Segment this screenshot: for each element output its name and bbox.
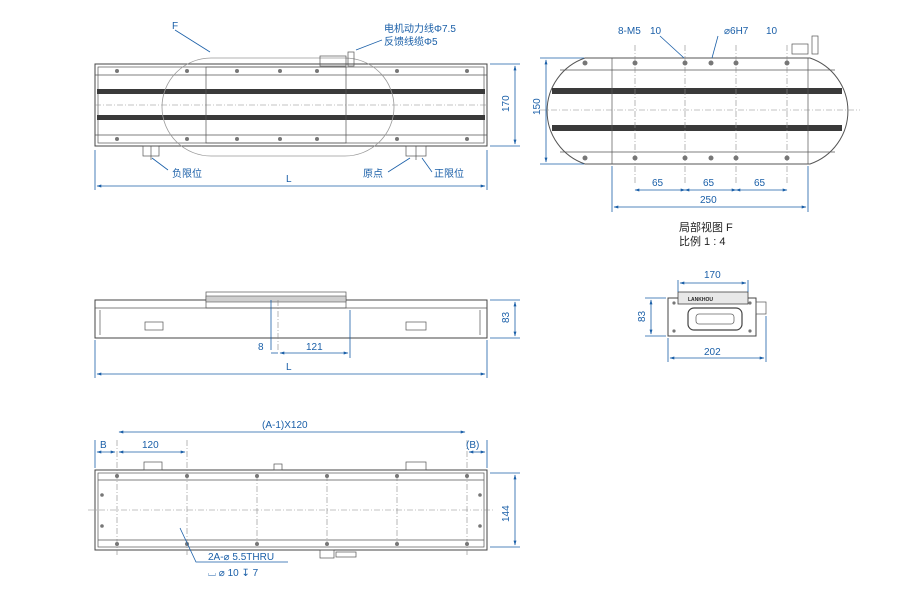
detail-connector [791, 43, 809, 55]
mid-L-label: L [286, 362, 292, 373]
dim-150: 150 [532, 98, 543, 115]
detail-f-body [546, 57, 849, 165]
view-title: 局部视图 F [679, 220, 733, 234]
dim-170-side: 170 [501, 95, 512, 112]
f-marker-label: F [172, 21, 178, 32]
dim-65c: 65 [754, 178, 766, 189]
dim-B: B [100, 440, 107, 451]
dim-83-end: 83 [637, 310, 648, 322]
dim-Bp: (B) [466, 440, 479, 451]
dim-202: 202 [704, 347, 721, 358]
dim-83-mid: 83 [501, 311, 512, 323]
hole-spec: 2A-⌀ 5.5THRU [208, 552, 274, 563]
bottom-view: B 120 (A-1)X120 (B) 144 2A-⌀ 5.5THRU ⌴ ⌀… [88, 420, 520, 579]
motor-cable-label: 电机动力线Φ7.5 [384, 22, 456, 35]
neg-limit-sensor [142, 145, 160, 160]
origin-label: 原点 [363, 168, 383, 180]
front-view-body [94, 299, 488, 339]
top-carriage [205, 66, 347, 144]
view-scale: 比例 1 : 4 [679, 234, 725, 248]
dim-m5-label: 8-M5 [618, 26, 641, 37]
dim-h7-label: ⌀6H7 [724, 26, 749, 37]
dim-pitch: (A-1)X120 [262, 420, 308, 431]
dim-65b: 65 [703, 178, 715, 189]
dim-65a: 65 [652, 178, 664, 189]
feedback-cable-label: 反馈线缆Φ5 [384, 35, 438, 48]
dim-m5-depth: 10 [650, 26, 662, 37]
end-view: 170 83 202 LANKHOU [637, 270, 767, 362]
detail-rail-upper [552, 88, 842, 94]
end-carriage [677, 291, 749, 305]
pos-limit-sensor [405, 145, 427, 160]
brand-label: LANKHOU [688, 297, 713, 303]
dim-120: 120 [142, 440, 159, 451]
bottom-pos-sensor [405, 461, 427, 471]
detail-carriage [611, 57, 809, 165]
pos-limit-label: 正限位 [434, 167, 464, 180]
front-view: 83 8 121 L [94, 291, 520, 378]
dim-144: 144 [501, 505, 512, 522]
front-pos-sensor [405, 321, 427, 331]
dim-h7-depth: 10 [766, 26, 778, 37]
dim-121: 121 [306, 342, 323, 353]
detail-view-f: 8-M5 10 ⌀6H7 10 150 65 65 65 250 局部视图 F … [532, 26, 860, 248]
end-slot [687, 307, 743, 331]
top-view: F 电机动力线Φ7.5 反馈线缆Φ5 负限位 原点 正限位 L 170 [94, 21, 520, 190]
dim-170-end: 170 [704, 270, 721, 281]
top-rail-upper [97, 89, 485, 94]
bottom-connector [319, 549, 335, 559]
detail-f-outline [161, 57, 395, 157]
top-rail-lower [97, 115, 485, 120]
bottom-neg-sensor [143, 461, 163, 471]
dim-250: 250 [700, 195, 717, 206]
dim-8: 8 [258, 342, 264, 353]
detail-rail-lower [552, 125, 842, 131]
cable-connector [319, 55, 347, 67]
top-L-label: L [286, 174, 292, 185]
front-neg-sensor [144, 321, 164, 331]
neg-limit-label: 负限位 [172, 167, 202, 180]
hole-cbore: ⌴ ⌀ 10 ↧ 7 [208, 568, 259, 579]
